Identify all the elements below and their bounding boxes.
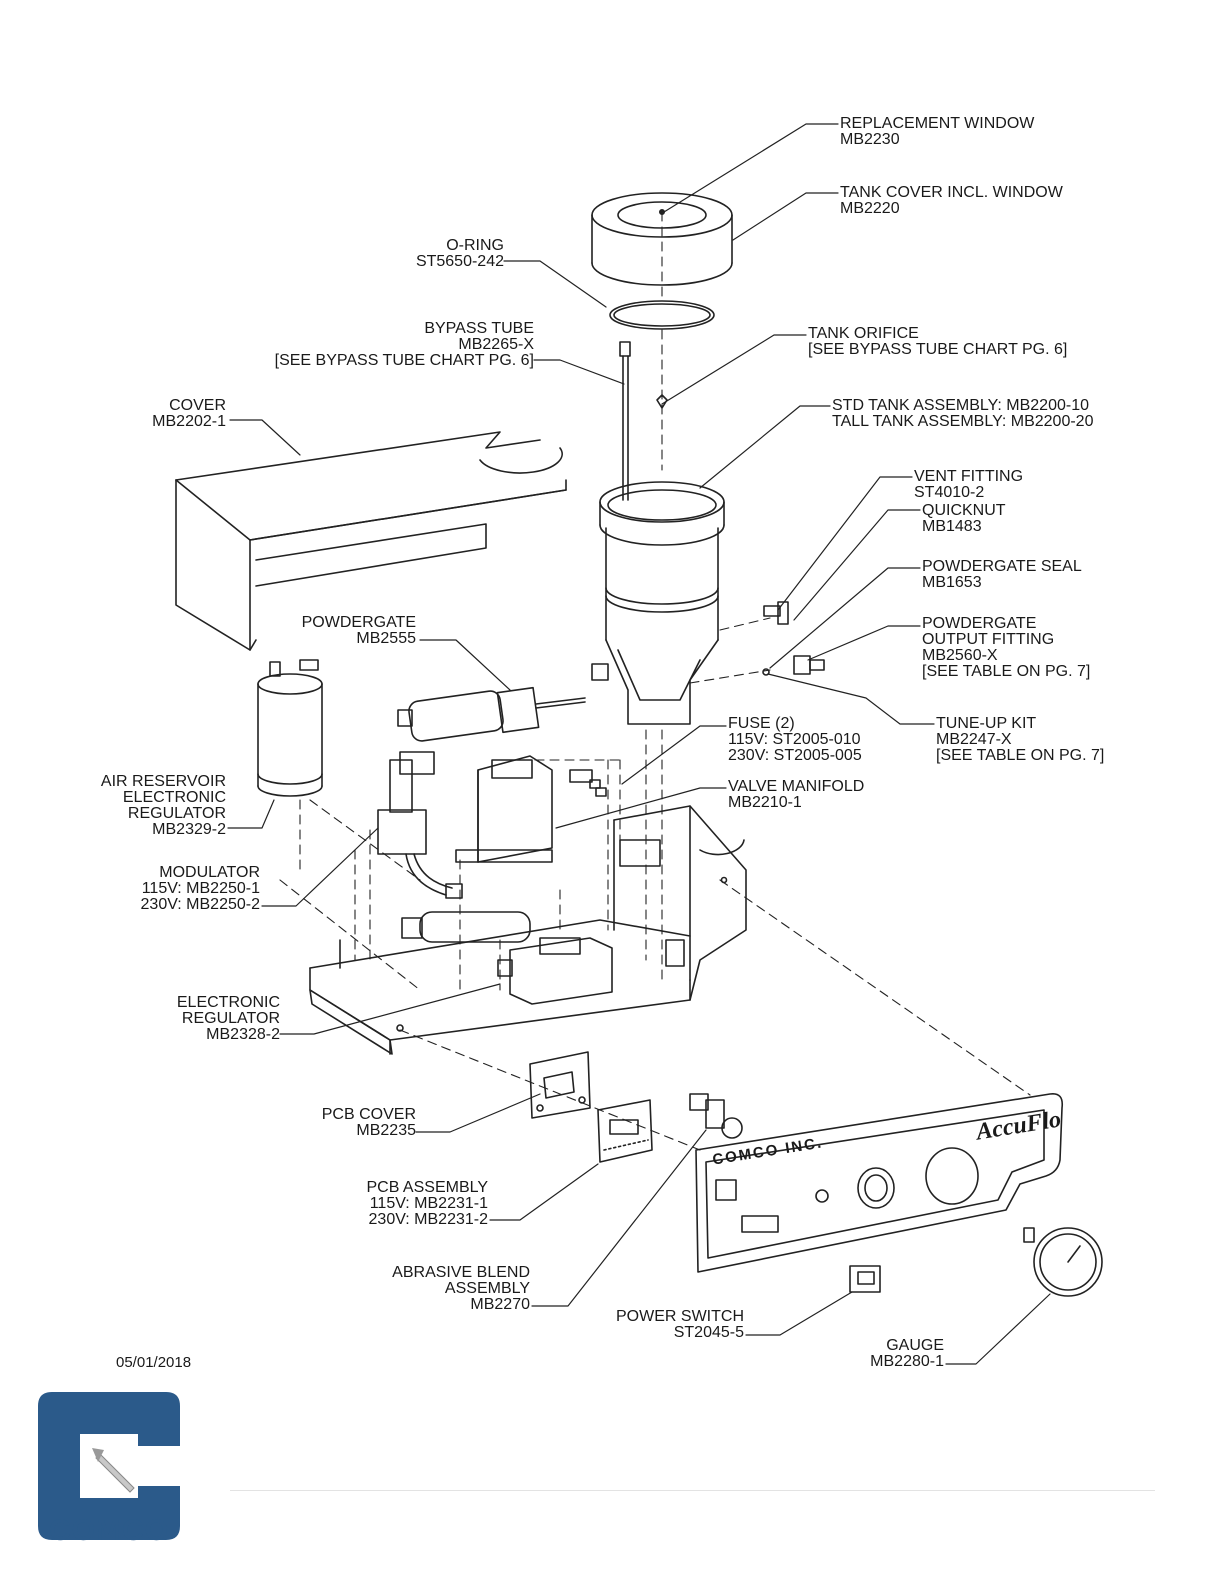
tank-assembly — [591, 481, 725, 725]
tank-orifice — [656, 394, 668, 409]
fuse — [569, 769, 607, 797]
o-ring — [609, 300, 715, 330]
leader-lines — [227, 123, 1051, 1365]
comco-logo-icon — [38, 1392, 180, 1540]
abrasive-blend-assembly — [689, 1093, 743, 1139]
bypass-tube — [619, 341, 631, 501]
power-switch — [849, 1265, 881, 1293]
front-panel — [695, 1092, 1064, 1273]
tank-cover — [591, 192, 733, 286]
powdergate-output-fitting — [762, 655, 825, 676]
modulator — [377, 751, 463, 899]
chassis — [309, 805, 747, 1055]
powdergate — [397, 686, 586, 742]
pcb-cover — [529, 1051, 591, 1119]
vent-fitting — [763, 601, 789, 625]
electronic-regulator — [497, 937, 613, 1005]
logo-text: COMCO — [49, 1514, 169, 1547]
cover — [175, 431, 567, 651]
document-date: 05/01/2018 — [116, 1354, 192, 1371]
blend-cylinder — [401, 911, 531, 943]
pcb-assembly — [597, 1099, 653, 1163]
assembly-guides — [279, 211, 1031, 1151]
gauge — [1023, 1227, 1103, 1297]
label-tank-orifice: TANK ORIFICE[SEE BYPASS TUBE CHART PG. 6… — [808, 325, 1068, 358]
air-reservoir — [257, 659, 323, 797]
valve-manifold — [455, 755, 553, 863]
footer-divider — [230, 1490, 1155, 1491]
